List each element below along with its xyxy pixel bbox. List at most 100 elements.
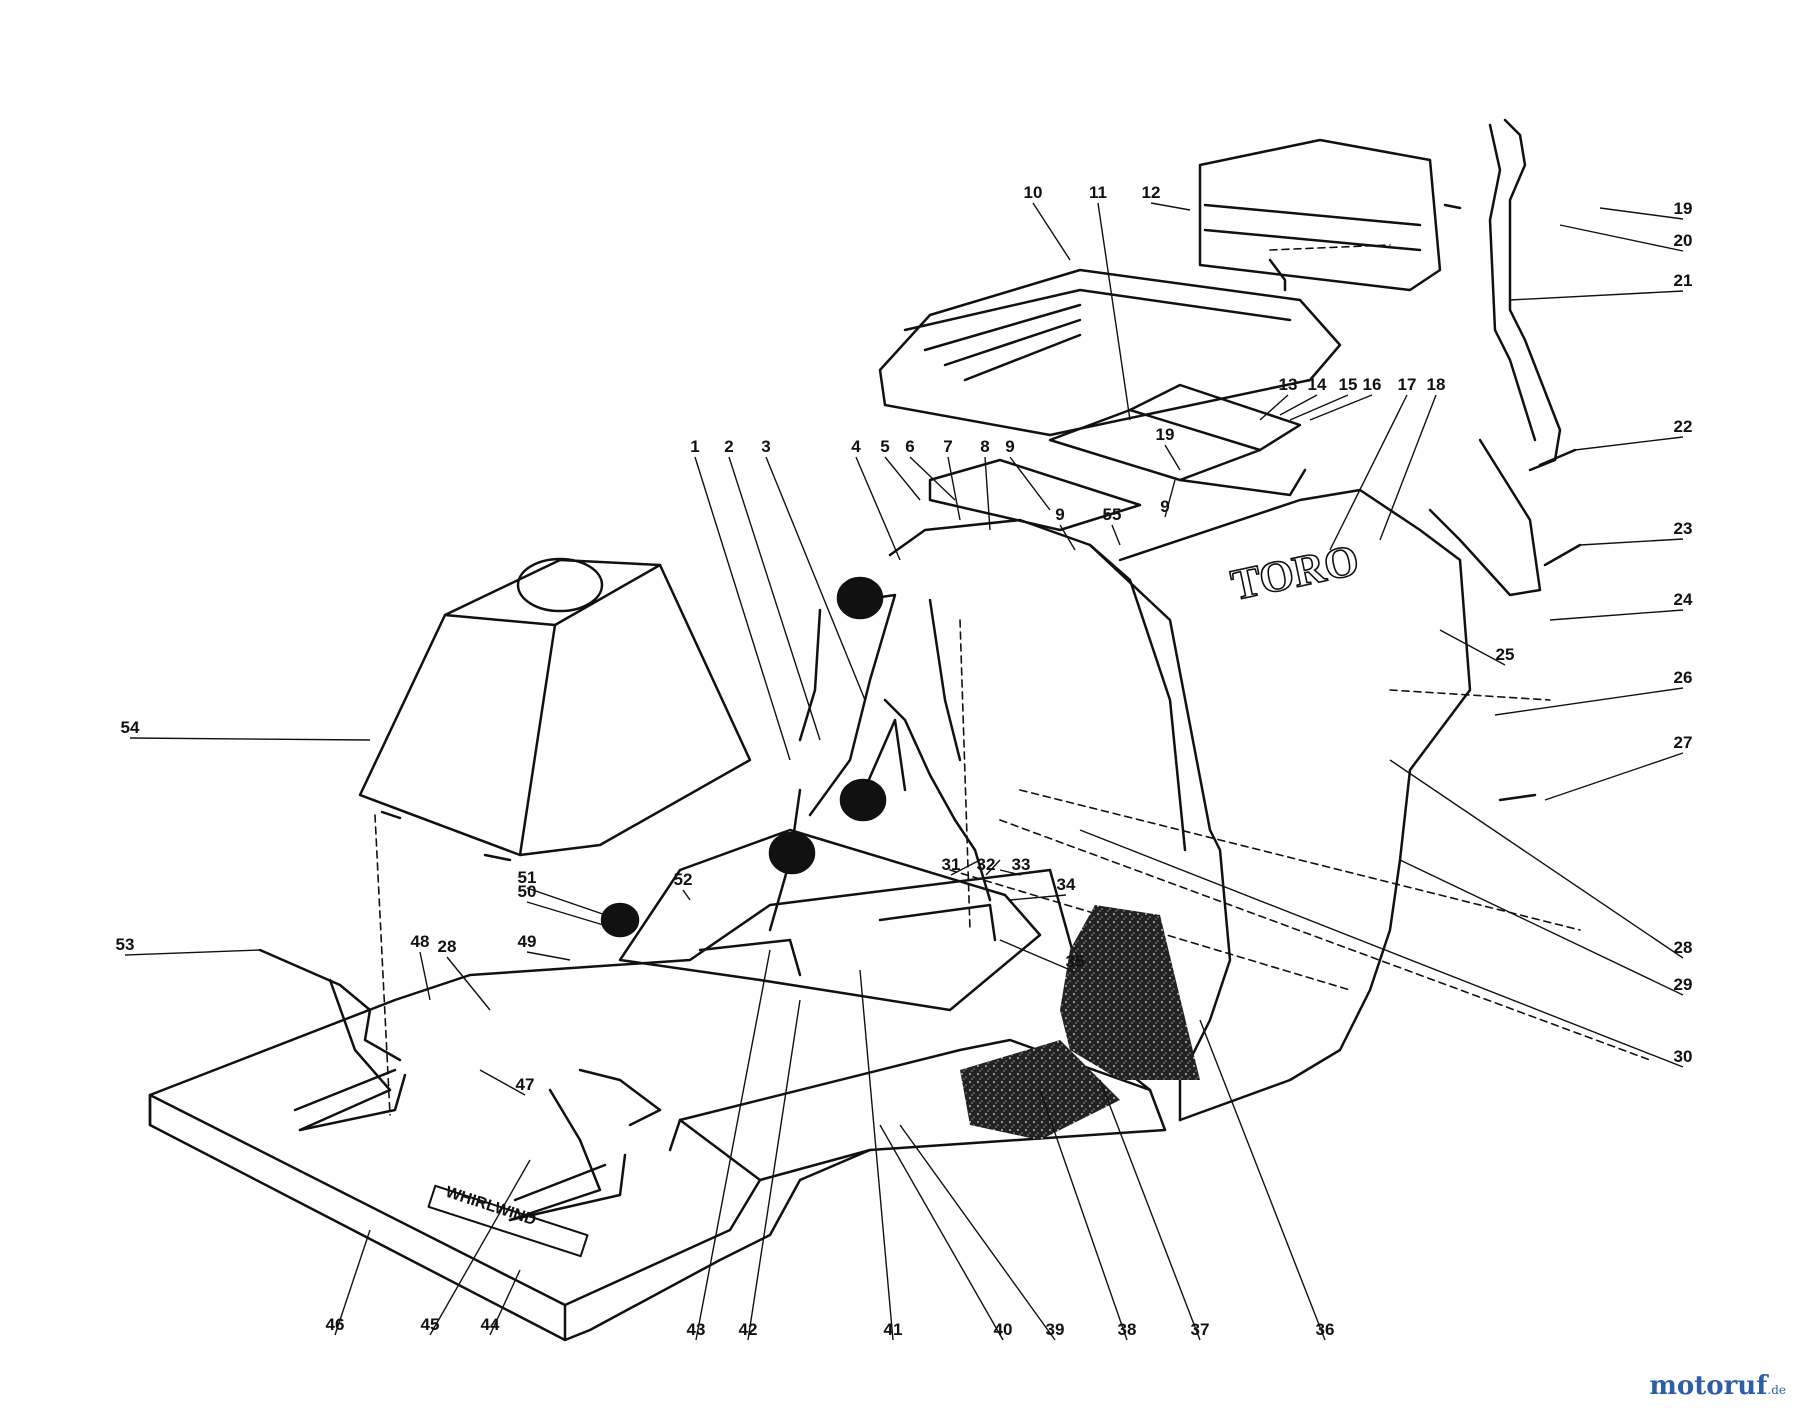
callout-label: 26	[1674, 668, 1693, 687]
watermark: motoruf.de	[1649, 1371, 1786, 1401]
callout-leader	[694, 456, 791, 761]
callout-leader	[899, 1124, 1056, 1341]
callout-leader	[695, 949, 771, 1341]
callout-label: 31	[942, 855, 961, 874]
callout-label: 37	[1191, 1320, 1210, 1339]
callout-leader	[1079, 829, 1684, 1068]
callout-label: 49	[518, 932, 537, 951]
callout-leader	[947, 456, 961, 521]
callout-label: 44	[481, 1315, 500, 1334]
callout-label: 8	[980, 437, 989, 456]
callout-label: 51	[518, 868, 537, 887]
callout-label: 27	[1674, 733, 1693, 752]
callout-leader	[1097, 202, 1131, 421]
callout-leader	[1379, 394, 1437, 541]
callout-leader	[1164, 479, 1176, 518]
callout-leader	[1439, 629, 1506, 666]
callout-label: 41	[884, 1320, 903, 1339]
callout-leader	[489, 1269, 521, 1336]
callout-leader	[884, 456, 921, 501]
callout-label: 19	[1674, 199, 1693, 218]
callout-label: 12	[1142, 183, 1161, 202]
callout-label: 32	[977, 855, 996, 874]
callout-leader	[1494, 687, 1684, 716]
callout-leader	[1559, 224, 1684, 252]
callout-label: 6	[905, 437, 914, 456]
callout-leader	[950, 859, 981, 876]
callout-label: 39	[1046, 1320, 1065, 1339]
callout-label: 2	[724, 437, 733, 456]
callout-label: 50	[518, 882, 537, 901]
control-plate	[618, 828, 1042, 1012]
callout-leader	[419, 951, 431, 1001]
callout-leader	[879, 1124, 1004, 1341]
control-levers	[768, 593, 992, 932]
callout-leader	[1009, 894, 1067, 901]
callout-leader	[446, 956, 491, 1011]
callout-label: 19	[1156, 425, 1175, 444]
brand-logo: TORO	[1227, 535, 1363, 610]
callout-label: 30	[1674, 1047, 1693, 1066]
callout-label: 35	[1066, 952, 1085, 971]
callout-leader	[334, 1229, 371, 1336]
right-pedal	[508, 1068, 662, 1222]
callout-label: 33	[1012, 855, 1031, 874]
callout-label: 9	[1055, 505, 1064, 524]
callout-leader	[1544, 752, 1684, 801]
callout-leader	[1039, 1089, 1128, 1341]
callout-leader	[1032, 202, 1071, 261]
callout-leader	[1199, 1019, 1326, 1341]
callout-leader	[1289, 394, 1349, 421]
callout-label: 7	[943, 437, 952, 456]
left-pedal	[258, 948, 407, 1132]
callout-label: 3	[761, 437, 770, 456]
callout-leader	[1279, 394, 1318, 416]
callout-label: 16	[1363, 375, 1382, 394]
seat-back	[1198, 138, 1442, 292]
callout-leader	[1309, 394, 1373, 421]
callout-leader	[526, 951, 571, 961]
seat-cushion	[878, 268, 1342, 437]
callout-label: 34	[1057, 875, 1076, 894]
callout-label: 4	[851, 437, 861, 456]
callout-leader	[984, 456, 991, 531]
callout-leader	[124, 949, 261, 956]
callout-leader	[1599, 207, 1684, 220]
callout-label: 25	[1496, 645, 1515, 664]
callout-label: 28	[1674, 938, 1693, 957]
callout-leader	[1111, 524, 1121, 546]
callout-leader	[429, 1159, 531, 1336]
hood-tower	[358, 557, 752, 862]
callout-label: 11	[1089, 183, 1107, 202]
callout-leader	[1399, 859, 1684, 996]
callout-leader	[855, 456, 901, 561]
callout-label: 21	[1674, 271, 1693, 290]
callout-leader	[909, 456, 956, 501]
callout-leader	[1329, 394, 1408, 551]
callout-label: 54	[121, 718, 140, 737]
watermark-main: motoruf	[1649, 1371, 1768, 1401]
callout-label: 47	[516, 1075, 535, 1094]
callout-leader	[999, 869, 1022, 876]
callout-label: 22	[1674, 417, 1693, 436]
callout-leader	[1574, 436, 1684, 451]
callout-label: 48	[411, 932, 430, 951]
seat-brackets	[928, 383, 1307, 532]
callout-leader	[1259, 394, 1289, 421]
seat-support-bar	[1428, 118, 1562, 597]
callout-leader	[1509, 290, 1684, 301]
callout-leader	[999, 939, 1076, 973]
callout-leader	[1150, 202, 1191, 211]
callout-label: 17	[1398, 375, 1417, 394]
callout-leader	[1164, 444, 1181, 471]
callout-leader	[1549, 609, 1684, 621]
assembly-lines	[374, 244, 1651, 1116]
callout-label: 53	[116, 935, 135, 954]
model-plate-text: WHIRLWIND	[443, 1184, 538, 1229]
callout-label: 24	[1674, 590, 1693, 609]
callout-leader	[765, 456, 866, 701]
callout-label: 38	[1118, 1320, 1137, 1339]
callout-leader	[1099, 1079, 1201, 1341]
callout-label: 55	[1103, 505, 1122, 524]
